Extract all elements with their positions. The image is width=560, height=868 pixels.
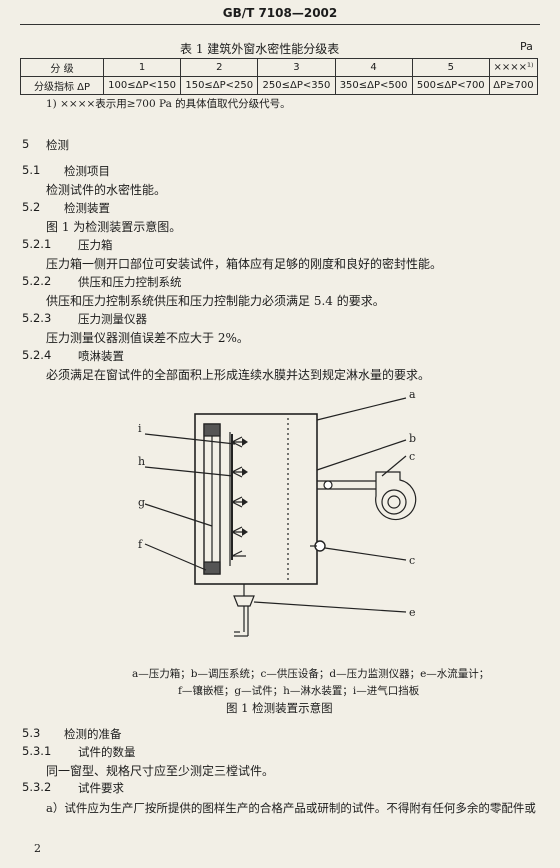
section-body: 压力测量仪器测值误差不应大于 2%。 xyxy=(46,331,249,345)
section-title: 检测的准备 xyxy=(64,727,122,741)
section-number: 5.2.1 xyxy=(22,237,52,251)
frame-corner-top xyxy=(203,423,221,437)
section-title: 喷淋装置 xyxy=(78,349,124,363)
table-footnote: 1) ××××表示用≥700 Pa 的具体值取代分级代号。 xyxy=(46,98,291,110)
label-f: f xyxy=(138,538,143,551)
grade-table: 分 级 1 2 3 4 5 ××××¹⁾ 分级指标 ΔP 100≤ΔP<150 … xyxy=(20,58,539,95)
section-title: 压力箱 xyxy=(78,238,113,252)
section-title: 压力测量仪器 xyxy=(78,312,147,326)
label-b: b xyxy=(409,432,416,445)
table-row: 分 级 1 2 3 4 5 ××××¹⁾ xyxy=(20,58,539,77)
section-number: 5 xyxy=(22,137,30,151)
table-cell: 350≤ΔP<500 xyxy=(334,76,413,95)
spray-nozzles xyxy=(231,436,246,557)
figure-legend-line1: a—压力箱；b—调压系统；c—供压设备；d—压力监测仪器；e—水流量计； xyxy=(132,668,490,680)
label-c: c xyxy=(409,554,415,567)
test-apparatus-diagram: i h g f a b c c e xyxy=(138,388,417,637)
section-body: 同一窗型、规格尺寸应至少测定三樘试件。 xyxy=(46,764,275,778)
table-cell: ΔP≥700 xyxy=(488,76,539,95)
section-title: 供压和压力控制系统 xyxy=(78,275,182,289)
label-g: g xyxy=(138,496,145,509)
section-body: 供压和压力控制系统供压和压力控制能力必须满足 5.4 的要求。 xyxy=(46,294,385,308)
section-title: 试件要求 xyxy=(78,781,124,795)
frame-corner-bottom xyxy=(203,561,221,575)
table-cell: 2 xyxy=(180,58,259,77)
section-number: 5.2.4 xyxy=(22,348,52,362)
section-title: 检测装置 xyxy=(64,201,110,215)
section-number: 5.2.3 xyxy=(22,311,52,325)
table-cell: 1 xyxy=(102,58,182,77)
table-cell: 250≤ΔP<350 xyxy=(257,76,336,95)
table-cell: 分级指标 ΔP xyxy=(20,76,104,95)
section-number: 5.3 xyxy=(22,726,41,740)
section-title: 检测 xyxy=(46,138,69,152)
table-row: 分级指标 ΔP 100≤ΔP<150 150≤ΔP<250 250≤ΔP<350… xyxy=(20,76,539,95)
figure-legend-line2: f—镶嵌框；g—试件；h—淋水装置；i—进气口挡板 xyxy=(178,685,420,697)
table-cell: 100≤ΔP<150 xyxy=(102,76,182,95)
standard-header: GB/T 7108—2002 xyxy=(222,6,338,20)
page-number: 2 xyxy=(34,842,41,855)
table-cell: 分 级 xyxy=(20,58,104,77)
flow-meter xyxy=(233,595,255,607)
section-number: 5.3.2 xyxy=(22,780,52,794)
section-number: 5.2 xyxy=(22,200,41,214)
label-c-top: c xyxy=(409,450,415,463)
section-body: a）试件应为生产厂按所提供的图样生产的合格产品或研制的试件。不得附有任何多余的零… xyxy=(46,801,536,815)
table-cell: 150≤ΔP<250 xyxy=(180,76,259,95)
label-i: i xyxy=(138,422,142,435)
section-body: 图 1 为检测装置示意图。 xyxy=(46,220,182,234)
label-e: e xyxy=(409,606,416,619)
label-h: h xyxy=(138,455,145,468)
regulating-valve xyxy=(323,480,333,490)
section-body: 压力箱一侧开口部位可安装试件，箱体应有足够的刚度和良好的密封性能。 xyxy=(46,257,443,271)
table-cell: 3 xyxy=(257,58,336,77)
table-cell: 4 xyxy=(334,58,413,77)
header-rule xyxy=(20,24,540,25)
figure-caption: 图 1 检测装置示意图 xyxy=(226,701,333,715)
section-number: 5.2.2 xyxy=(22,274,52,288)
section-title: 检测项目 xyxy=(64,164,110,178)
table-cell: 500≤ΔP<700 xyxy=(411,76,490,95)
label-a: a xyxy=(409,388,416,401)
section-number: 5.1 xyxy=(22,163,41,177)
pressure-box xyxy=(194,413,318,585)
section-title: 试件的数量 xyxy=(78,745,136,759)
table-cell: 5 xyxy=(411,58,490,77)
section-body: 检测试件的水密性能。 xyxy=(46,183,167,197)
table-cell: ××××¹⁾ xyxy=(488,58,539,77)
section-body: 必须满足在窗试件的全部面积上形成连续水膜并达到规定淋水量的要求。 xyxy=(46,368,431,382)
blower xyxy=(375,471,417,521)
section-number: 5.3.1 xyxy=(22,744,52,758)
table-unit: Pa xyxy=(520,40,533,53)
table-caption: 表 1 建筑外窗水密性能分级表 xyxy=(180,42,340,56)
